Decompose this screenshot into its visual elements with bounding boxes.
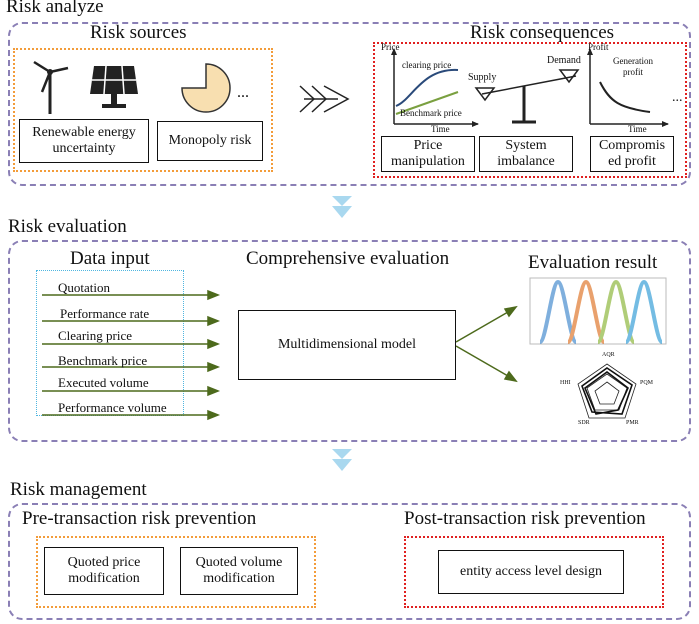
radar-label-aqr: AQR: [602, 352, 615, 358]
risk-analyze-title: Risk analyze: [6, 0, 104, 17]
solar-panel-icon: [90, 65, 138, 108]
consequence-system-imbalance-box: System imbalance: [479, 136, 573, 172]
evaluation-result-title: Evaluation result: [528, 252, 658, 273]
post-transaction-group: [404, 536, 664, 608]
radar-label-hhi: HHI: [560, 380, 571, 386]
input-performance-rate: Performance rate: [60, 306, 150, 321]
pre-transaction-title: Pre-transaction risk prevention: [22, 508, 257, 529]
clearing-price-label: clearing price: [402, 60, 452, 70]
generation-profit-label: Generation profit: [613, 56, 653, 77]
demand-label: Demand: [547, 55, 581, 66]
price-graph-time-label: Time: [431, 124, 450, 134]
risk-evaluation-lane: [8, 240, 691, 442]
wind-turbine-icon: [33, 60, 69, 114]
data-input-title: Data input: [70, 248, 150, 269]
down-arrow-icon: [332, 196, 352, 218]
post-transaction-title: Post-transaction risk prevention: [404, 508, 646, 529]
down-arrow-icon: [332, 449, 352, 471]
profit-axis-label: Profit: [588, 42, 609, 52]
comprehensive-evaluation-title: Comprehensive evaluation: [246, 248, 450, 269]
quoted-price-modification-box: Quoted price modification: [44, 547, 164, 595]
balance-scale-icon: [474, 69, 580, 124]
price-time-graph: [391, 48, 479, 127]
risk-management-lane: [8, 503, 691, 620]
input-benchmark-price: Benchmark price: [58, 353, 148, 368]
risk-sources-group: [13, 48, 273, 172]
risk-consequences-title: Risk consequences: [470, 22, 615, 43]
pre-transaction-group: [36, 536, 316, 608]
radar-label-pmr: PMR: [626, 420, 639, 426]
profit-time-graph: [587, 48, 669, 127]
monopoly-pie-icon: [181, 63, 231, 113]
risk-consequences-group: [373, 42, 687, 178]
sources-more: ...: [237, 84, 249, 101]
multidimensional-model-box: Multidimensional model: [238, 310, 456, 380]
input-performance-volume: Performance volume: [58, 400, 167, 415]
input-clearing-price: Clearing price: [58, 328, 132, 343]
risk-analyze-lane: [8, 22, 691, 186]
risk-sources-title: Risk sources: [90, 22, 187, 43]
triple-chevron-arrow: [299, 85, 350, 113]
consequences-more: ...: [672, 90, 683, 105]
radar-label-sdr: SDR: [578, 420, 590, 426]
benchmark-price-label: Benchmark price: [400, 108, 462, 118]
risk-management-title: Risk management: [10, 479, 147, 500]
source-monopoly-box: Monopoly risk: [157, 121, 263, 161]
distribution-peaks-chart: [529, 277, 667, 345]
consequence-price-manipulation-box: Price manipulation: [381, 136, 475, 172]
consequence-compromised-profit-box: Compromis ed profit: [590, 136, 674, 172]
radar-label-pqm: PQM: [640, 380, 654, 386]
input-executed-volume: Executed volume: [58, 375, 149, 390]
price-axis-label: Price: [381, 42, 400, 52]
entity-access-level-design-box: entity access level design: [438, 550, 624, 594]
radar-chart-icon: [577, 363, 637, 419]
input-quotation: Quotation: [58, 280, 110, 295]
supply-label: Supply: [468, 72, 497, 83]
profit-graph-time-label: Time: [628, 124, 647, 134]
risk-evaluation-title: Risk evaluation: [8, 216, 127, 237]
source-renewable-box: Renewable energy uncertainty: [19, 119, 149, 163]
quoted-volume-modification-box: Quoted volume modification: [180, 547, 298, 595]
